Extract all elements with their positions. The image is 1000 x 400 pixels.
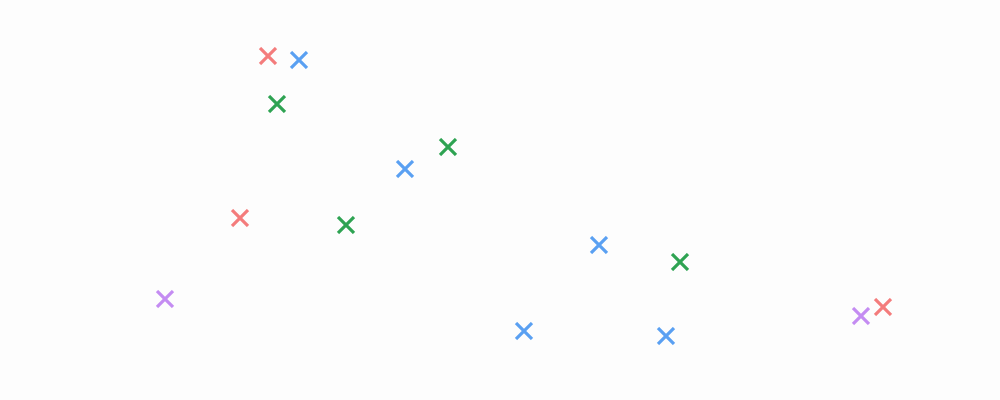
data-point-x-marker [289,50,309,70]
data-point-x-marker [670,252,690,272]
series-3 [267,94,690,272]
data-point-x-marker [873,297,893,317]
data-point-x-marker [267,94,287,114]
data-point-x-marker [656,326,676,346]
series-2 [289,50,676,346]
data-point-x-marker [851,306,871,326]
data-point-x-marker [155,289,175,309]
data-point-x-marker [395,159,415,179]
series-4 [155,289,871,326]
data-point-x-marker [230,208,250,228]
series-1 [230,46,893,317]
data-point-x-marker [258,46,278,66]
data-point-x-marker [438,137,458,157]
data-point-x-marker [589,235,609,255]
data-point-x-marker [514,321,534,341]
data-point-x-marker [336,215,356,235]
